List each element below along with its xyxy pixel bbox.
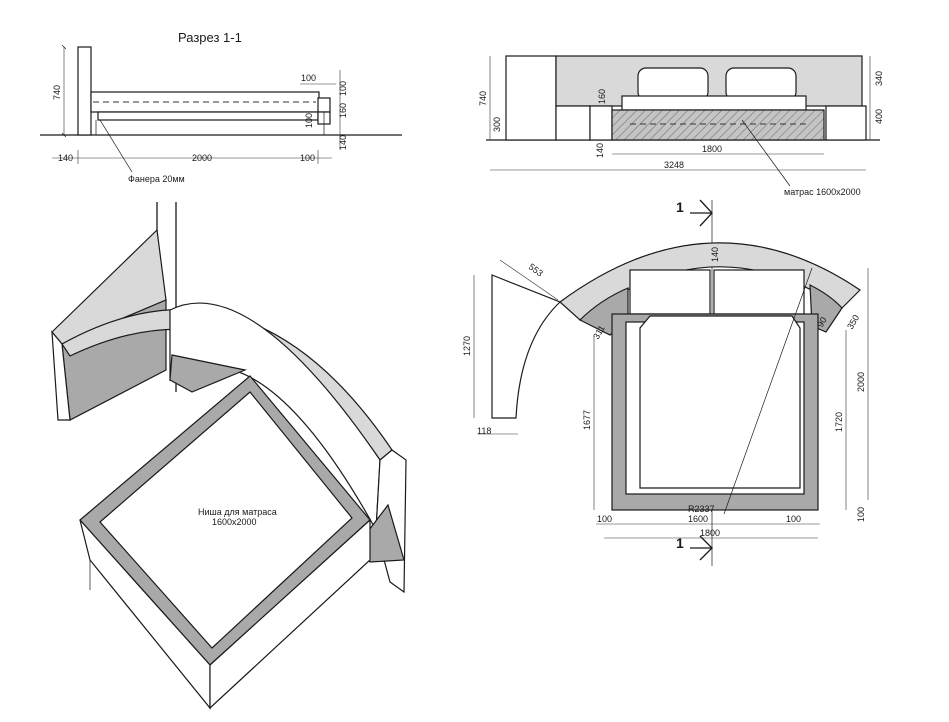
pillow-left [637,67,709,101]
pillow-right [725,67,797,101]
plan-dim-100: 100 [856,507,866,522]
elev-dim-740: 740 [478,91,488,106]
plan-left-wing [491,274,562,419]
dim-v100-top: 100 [338,81,348,96]
elev-left-panel [505,55,557,141]
plan-dim-100-right: 100 [786,514,801,524]
plan-dim-90: 90 [815,315,829,329]
headboard [77,46,92,136]
plan-dim-100-left: 100 [597,514,612,524]
section-mark-bottom: 1 [676,535,684,551]
elev-dim-160: 160 [597,89,607,104]
elev-dim-1800: 1800 [702,144,722,154]
plan-dim-118: 118 [477,426,491,436]
plan-dim-350: 350 [845,313,861,331]
label-niche-line1: Ниша для матраса [198,507,277,517]
plan-dim-1800: 1800 [700,528,720,538]
elevation-view: 740 300 160 140 340 400 1800 3248 матрас… [478,55,884,197]
iso-left-wing-edge [51,330,71,421]
label-niche-line2: 1600х2000 [212,517,257,527]
elev-dim-300: 300 [492,117,502,132]
plan-mattress [639,315,801,489]
dim-v140: 140 [338,135,348,150]
plan-dim-1677: 1677 [582,410,592,430]
plan-cabinet-right [713,269,805,315]
dim-100-top: 100 [301,73,316,83]
leader-mattress [741,119,791,187]
section-title: Разрез 1-1 [178,30,242,45]
plan-cabinet-left [629,269,711,315]
plan-view: 1 1 1270 118 553 140 311 1677 90 350 [462,199,869,566]
label-mattress: матрас 1600х2000 [784,187,861,197]
elev-right-cabinet [825,105,867,141]
label-plywood: Фанера 20мм [128,174,185,184]
plan-radius-line [723,267,813,515]
isometric-view: Ниша для матраса 1600х2000 [51,202,407,710]
dim-v160: 160 [338,103,348,118]
dim-740: 740 [52,85,62,100]
iso-mattress-niche [99,391,353,649]
dim-100-bottom: 100 [300,153,315,163]
section-mark-top: 1 [676,199,684,215]
foot-board [317,97,331,113]
plan-dim-140: 140 [710,247,720,262]
iso-shelf-left [169,354,248,393]
leader-plywood [99,119,133,173]
elev-mattress [621,95,807,111]
plan-dim-2000: 2000 [856,372,866,392]
plan-dim-1270: 1270 [462,336,472,356]
dim-v100-mid: 100 [304,113,314,128]
elev-left-shelf [589,105,613,141]
dim-2000: 2000 [192,153,212,163]
elev-dim-400: 400 [874,109,884,124]
plan-dim-553: 553 [527,262,545,279]
plan-dim-line-553 [499,259,559,301]
plan-dim-1600: 1600 [688,514,708,524]
elev-left-cabinet [555,105,591,141]
plan-dim-radius: R2337 [688,504,715,514]
plywood-base [97,111,319,121]
elev-dim-340: 340 [874,71,884,86]
elev-dim-140: 140 [595,143,605,158]
dim-140: 140 [58,153,73,163]
elev-dim-3248: 3248 [664,160,684,170]
elev-bed-frame [611,109,825,141]
iso-bed-side-face [209,518,371,710]
section-view: Разрез 1-1 740 140 2000 100 100 100 160 … [40,30,402,184]
plan-dim-1720: 1720 [834,412,844,432]
